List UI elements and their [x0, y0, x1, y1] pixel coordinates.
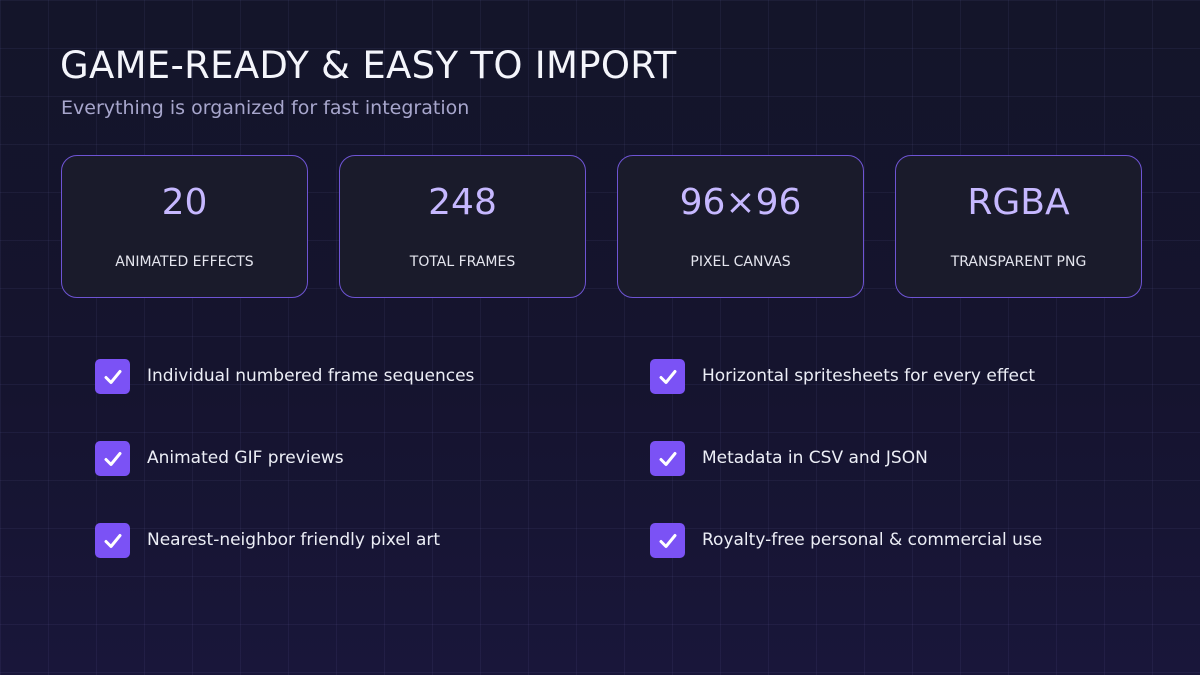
page-title: GAME-READY & EASY TO IMPORT — [60, 44, 677, 87]
stat-card-format: RGBA TRANSPARENT PNG — [895, 155, 1142, 298]
stat-card-canvas: 96×96 PIXEL CANVAS — [617, 155, 864, 298]
stat-value: RGBA — [967, 182, 1070, 223]
stat-value: 96×96 — [679, 182, 802, 223]
feature-text: Individual numbered frame sequences — [147, 366, 475, 386]
stat-label: PIXEL CANVAS — [690, 254, 791, 270]
feature-item: Nearest-neighbor friendly pixel art — [95, 523, 650, 605]
stats-row: 20 ANIMATED EFFECTS 248 TOTAL FRAMES 96×… — [61, 155, 1142, 298]
stat-label: TRANSPARENT PNG — [950, 254, 1087, 270]
checkmark-icon — [650, 523, 685, 558]
page-subtitle: Everything is organized for fast integra… — [61, 97, 470, 119]
feature-item: Horizontal spritesheets for every effect — [650, 359, 1095, 441]
stat-label: ANIMATED EFFECTS — [115, 254, 254, 270]
checkmark-icon — [95, 441, 130, 476]
feature-text: Royalty-free personal & commercial use — [702, 530, 1043, 550]
feature-item: Animated GIF previews — [95, 441, 650, 523]
stat-label: TOTAL FRAMES — [409, 254, 516, 270]
feature-list: Individual numbered frame sequences Hori… — [95, 359, 1095, 605]
stat-value: 248 — [428, 182, 497, 223]
checkmark-icon — [95, 523, 130, 558]
feature-text: Nearest-neighbor friendly pixel art — [147, 530, 441, 550]
feature-item: Metadata in CSV and JSON — [650, 441, 1095, 523]
feature-item: Individual numbered frame sequences — [95, 359, 650, 441]
stat-value: 20 — [161, 182, 208, 223]
feature-text: Metadata in CSV and JSON — [702, 448, 928, 468]
feature-text: Animated GIF previews — [147, 448, 344, 468]
stat-card-effects: 20 ANIMATED EFFECTS — [61, 155, 308, 298]
feature-text: Horizontal spritesheets for every effect — [702, 366, 1036, 386]
checkmark-icon — [650, 441, 685, 476]
feature-item: Royalty-free personal & commercial use — [650, 523, 1095, 605]
checkmark-icon — [650, 359, 685, 394]
checkmark-icon — [95, 359, 130, 394]
stat-card-frames: 248 TOTAL FRAMES — [339, 155, 586, 298]
